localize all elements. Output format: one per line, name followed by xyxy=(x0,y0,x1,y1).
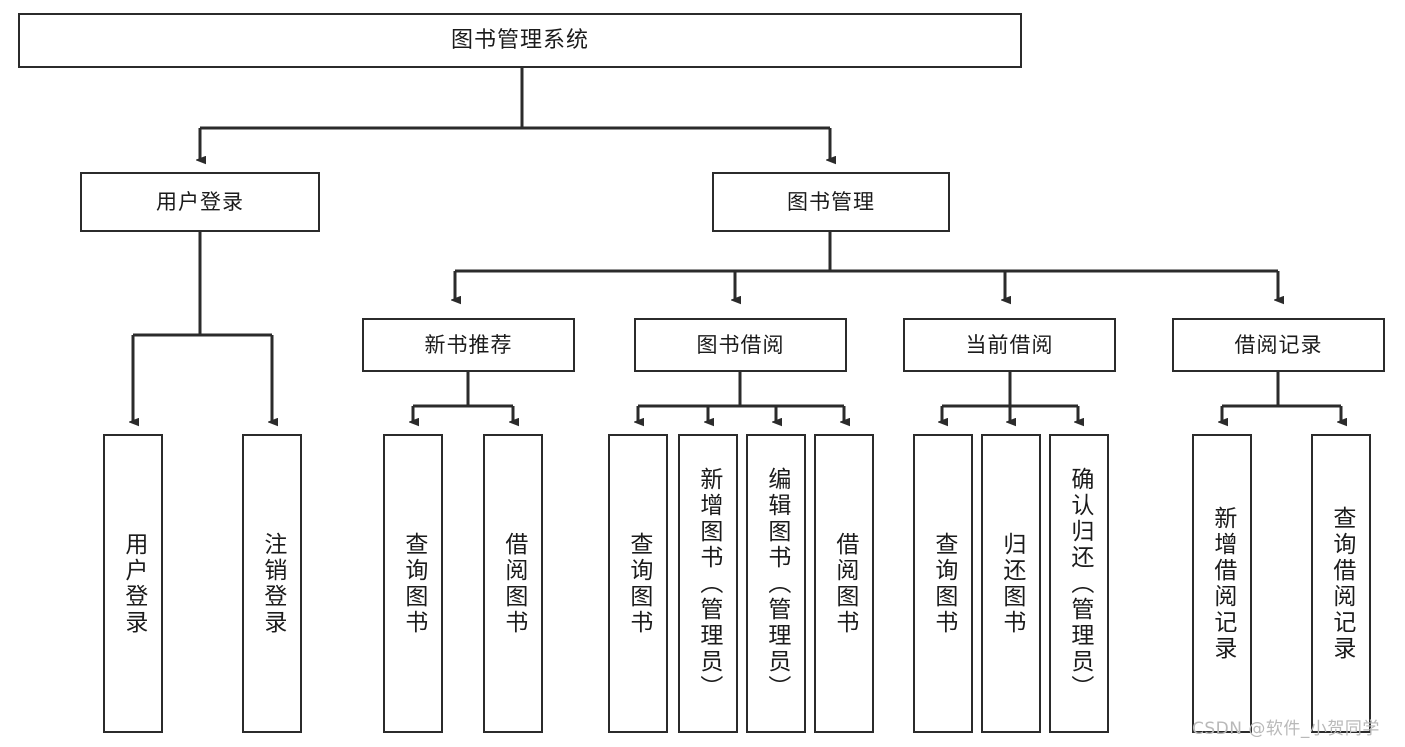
node-label: 新增借阅记录 xyxy=(1209,505,1236,662)
leaf-book-borrow-query[interactable]: 查询图书 xyxy=(608,434,668,733)
node-borrow-record[interactable]: 借阅记录 xyxy=(1172,318,1385,372)
node-label: 确认归还（管理员） xyxy=(1066,466,1093,701)
leaf-book-borrow-edit[interactable]: 编辑图书（管理员） xyxy=(746,434,806,733)
leaf-new-book-query[interactable]: 查询图书 xyxy=(383,434,443,733)
node-label: 用户登录 xyxy=(120,531,147,636)
node-label: 当前借阅 xyxy=(965,332,1054,357)
node-label: 查询图书 xyxy=(930,531,957,636)
node-label: 查询图书 xyxy=(625,531,652,636)
node-label: 用户登录 xyxy=(156,189,244,214)
leaf-user-login-logout[interactable]: 注销登录 xyxy=(242,434,302,733)
node-label: 查询图书 xyxy=(400,531,427,636)
leaf-current-borrow-confirm-return[interactable]: 确认归还（管理员） xyxy=(1049,434,1109,733)
node-label: 归还图书 xyxy=(998,531,1025,636)
watermark-text: CSDN @软件_小贺同学 xyxy=(1192,719,1380,739)
node-label: 新增图书（管理员） xyxy=(695,466,722,701)
leaf-borrow-record-add[interactable]: 新增借阅记录 xyxy=(1192,434,1252,733)
leaf-user-login-login[interactable]: 用户登录 xyxy=(103,434,163,733)
leaf-current-borrow-return[interactable]: 归还图书 xyxy=(981,434,1041,733)
node-label: 图书管理系统 xyxy=(450,27,589,53)
node-new-book-recommend[interactable]: 新书推荐 xyxy=(362,318,575,372)
node-label: 注销登录 xyxy=(259,531,286,636)
node-label: 图书管理 xyxy=(787,189,875,214)
node-user-login[interactable]: 用户登录 xyxy=(80,172,320,232)
leaf-new-book-borrow[interactable]: 借阅图书 xyxy=(483,434,543,733)
node-book-management[interactable]: 图书管理 xyxy=(712,172,950,232)
leaf-current-borrow-query[interactable]: 查询图书 xyxy=(913,434,973,733)
node-label: 查询借阅记录 xyxy=(1328,505,1355,662)
node-label: 新书推荐 xyxy=(424,332,513,357)
node-book-borrow[interactable]: 图书借阅 xyxy=(634,318,847,372)
leaf-borrow-record-query[interactable]: 查询借阅记录 xyxy=(1311,434,1371,733)
node-label: 编辑图书（管理员） xyxy=(763,466,790,701)
node-current-borrow[interactable]: 当前借阅 xyxy=(903,318,1116,372)
leaf-book-borrow-borrow[interactable]: 借阅图书 xyxy=(814,434,874,733)
node-label: 借阅图书 xyxy=(500,531,527,636)
node-label: 图书借阅 xyxy=(696,332,785,357)
leaf-book-borrow-add[interactable]: 新增图书（管理员） xyxy=(678,434,738,733)
node-label: 借阅图书 xyxy=(831,531,858,636)
node-label: 借阅记录 xyxy=(1234,332,1323,357)
node-root-system[interactable]: 图书管理系统 xyxy=(18,13,1022,68)
